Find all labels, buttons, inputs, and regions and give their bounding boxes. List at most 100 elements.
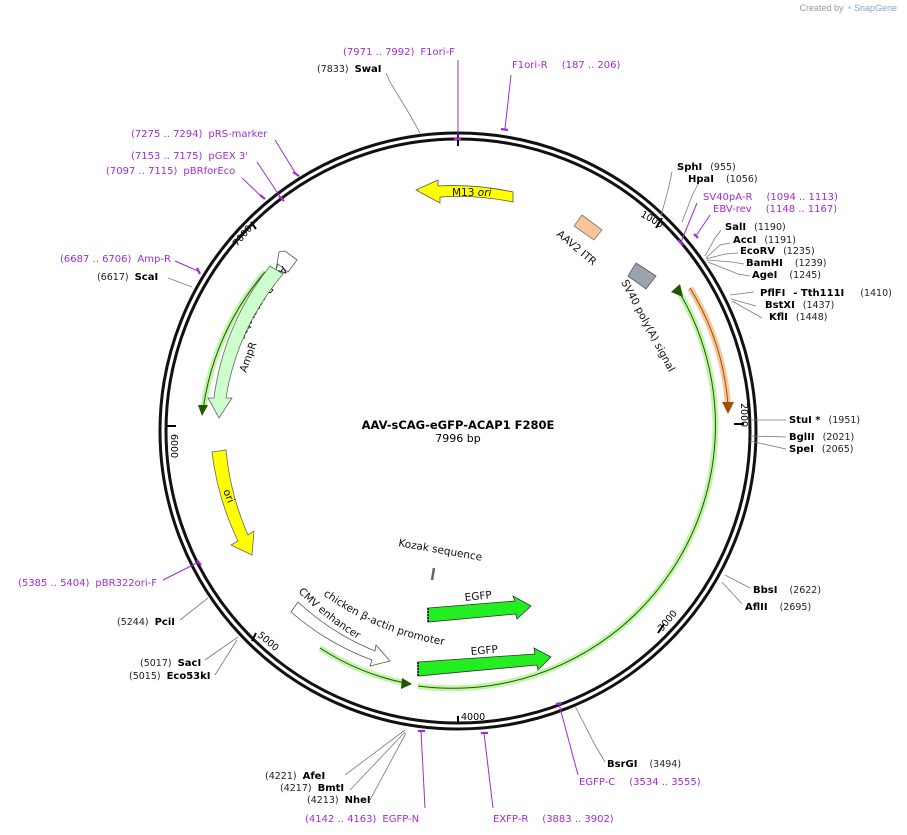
primer-range: (187 .. 206) [562, 60, 621, 71]
primer-name: pRS-marker [208, 129, 268, 140]
enzyme-acci[interactable]: AccI (1191) [733, 235, 796, 246]
primer-exfp-r[interactable]: EXFP-R(3883 .. 3902) [493, 814, 614, 825]
enzyme-pos: (3494) [649, 759, 681, 770]
snapgene-logo: ◔ SnapGene [846, 3, 897, 13]
enzyme-pos: (4221) [265, 771, 297, 782]
primer-amp-r[interactable]: (6687 .. 6706)Amp-R [60, 254, 171, 265]
enzyme-name: BbsI [753, 585, 777, 596]
feature-cmv-enhancer[interactable]: CMV enhancer [296, 586, 412, 689]
credit-brand: SnapGene [853, 3, 897, 13]
feature-aav2-itr[interactable]: AAV2 ITR [554, 214, 603, 268]
enzyme-pos: (7833) [317, 64, 349, 75]
primer-range: (7275 .. 7294) [131, 129, 203, 140]
primer-range: (1148 .. 1167) [766, 204, 838, 215]
enzyme-name: SwaI [355, 64, 382, 75]
enzyme-name: SalI [725, 222, 746, 233]
enzyme-sphi[interactable]: SphI(955) [677, 162, 736, 173]
enzyme-bbsi[interactable]: BbsI (2622) [753, 585, 821, 596]
primer-range: (6687 .. 6706) [60, 254, 132, 265]
enzyme-bmti[interactable]: (4217) BmtI [280, 783, 344, 794]
snapgene-credit: Created by ◔ SnapGene [799, 3, 897, 13]
primer-f1ori-r[interactable]: F1ori-R(187 .. 206) [512, 60, 620, 71]
enzyme-pos: (1951) [829, 415, 861, 426]
primer-pgex3[interactable]: (7153 .. 7175) pGEX 3' [131, 151, 248, 162]
primer-range: (7153 .. 7175) [131, 151, 203, 162]
enzyme-pos: (2622) [789, 585, 821, 596]
tick-6000: 6000 [168, 434, 179, 458]
enzyme-name: PflFI [760, 288, 785, 299]
feature-m13-ori[interactable]: M13 ori [415, 179, 514, 204]
enzyme-spei[interactable]: SpeI(2065) [789, 444, 853, 455]
enzyme-pos: (5244) [117, 617, 149, 628]
enzyme-name: SpeI [789, 444, 814, 455]
primer-range: (4142 .. 4163) [305, 814, 377, 825]
enzyme-pos: (1410) [860, 288, 892, 299]
enzyme-pcii[interactable]: (5244) PciI [117, 617, 175, 628]
primer-pbr322ori-f[interactable]: (5385 .. 5404)pBR322ori-F [18, 578, 157, 589]
m13-label-prefix: M13 [452, 187, 478, 199]
enzyme-swai[interactable]: (7833) SwaI [317, 64, 382, 75]
enzyme-bstxi[interactable]: BstXI (1437) [765, 300, 834, 311]
tick-3000: 3000 [656, 608, 680, 634]
primer-range: (3883 .. 3902) [542, 814, 614, 825]
enzyme-kfli[interactable]: KflI(1448) [769, 312, 827, 323]
enzyme-pos: (1056) [726, 174, 758, 185]
enzyme-pos: (1191) [764, 235, 796, 246]
enzyme-name: NheI [345, 795, 371, 806]
enzyme-pos: (5015) [129, 671, 161, 682]
enzyme-ecorv[interactable]: EcoRV(1235) [740, 246, 815, 257]
primer-egfp-c[interactable]: EGFP-C(3534 .. 3555) [579, 777, 701, 788]
enzyme-bsrgi[interactable]: BsrGI(3494) [607, 759, 681, 770]
feature-egfp-bottom[interactable]: EGFP [417, 644, 552, 677]
enzyme-saci[interactable]: (5017)SacI [140, 658, 201, 669]
primer-egfp-n[interactable]: (4142 .. 4163) EGFP-N [305, 814, 419, 825]
m13-ori-label: M13 ori [452, 187, 492, 199]
primer-prs-marker[interactable]: (7275 .. 7294) pRS-marker [131, 129, 268, 140]
enzyme-eco53ki[interactable]: (5015)Eco53kI [129, 671, 211, 682]
enzyme-name: EcoRV [740, 246, 775, 257]
enzyme-name: BglII [789, 432, 815, 443]
feature-left-green-arc [198, 270, 268, 416]
primer-name: pBRforEco [183, 166, 235, 177]
enzyme-pos: (4217) [280, 783, 312, 794]
primer-sv40pa-r[interactable]: SV40pA-R(1094 .. 1113) [703, 192, 838, 203]
enzyme-leaders [167, 72, 787, 801]
enzyme-pos: (4213) [307, 795, 339, 806]
enzyme-name: SphI [677, 162, 702, 173]
enzyme-name: HpaI [688, 174, 714, 185]
primer-name: pGEX 3' [208, 151, 248, 162]
feature-ori[interactable]: ori [211, 449, 255, 556]
enzyme-name: AccI [733, 235, 756, 246]
ampr-label: AmpR [238, 340, 260, 374]
enzyme-nhei[interactable]: (4213) NheI [307, 795, 371, 806]
feature-egfp-top[interactable]: EGFP [427, 589, 532, 623]
enzyme-afei[interactable]: (4221) AfeI [265, 771, 325, 782]
enzyme-hpai[interactable]: HpaI (1056) [688, 174, 758, 185]
enzyme-name: AgeI [752, 270, 777, 281]
primer-ebv-rev[interactable]: EBV-rev(1148 .. 1167) [713, 204, 837, 215]
enzyme-pos: (1245) [789, 270, 821, 281]
enzyme-pflfi[interactable]: PflFI- Tth111I(1410) [760, 288, 892, 299]
enzyme-name: BmtI [318, 783, 345, 794]
enzyme-bglii[interactable]: BglII(2021) [789, 432, 854, 443]
primer-pbrforeco[interactable]: (7097 .. 7115) pBRforEco [106, 166, 235, 177]
primer-f1ori-f[interactable]: (7971 .. 7992)F1ori-F [343, 47, 455, 58]
egfp-bottom-label: EGFP [470, 644, 498, 658]
enzyme-name: BstXI [765, 300, 795, 311]
enzyme-bamhi[interactable]: BamHI(1239) [746, 258, 826, 269]
enzyme-pos: (1190) [754, 222, 786, 233]
enzyme-name: AfeI [303, 771, 326, 782]
cba-label-beta: β [359, 609, 370, 623]
enzyme-pos: (1437) [803, 300, 835, 311]
enzyme-aflii[interactable]: AflII(2695) [745, 602, 811, 613]
enzyme-sali[interactable]: SalI (1190) [725, 222, 786, 233]
primer-name: EGFP-N [382, 814, 419, 825]
feature-sv40-polya[interactable]: SV40 poly(A) signal [618, 262, 677, 374]
enzyme-stui[interactable]: StuI *(1951) [789, 415, 860, 426]
enzyme-agei[interactable]: AgeI (1245) [752, 270, 821, 281]
enzyme-scai[interactable]: (6617)ScaI [97, 272, 158, 283]
egfp-top-label: EGFP [464, 589, 492, 604]
primer-range: (7097 .. 7115) [106, 166, 178, 177]
enzyme-name: PciI [155, 617, 175, 628]
